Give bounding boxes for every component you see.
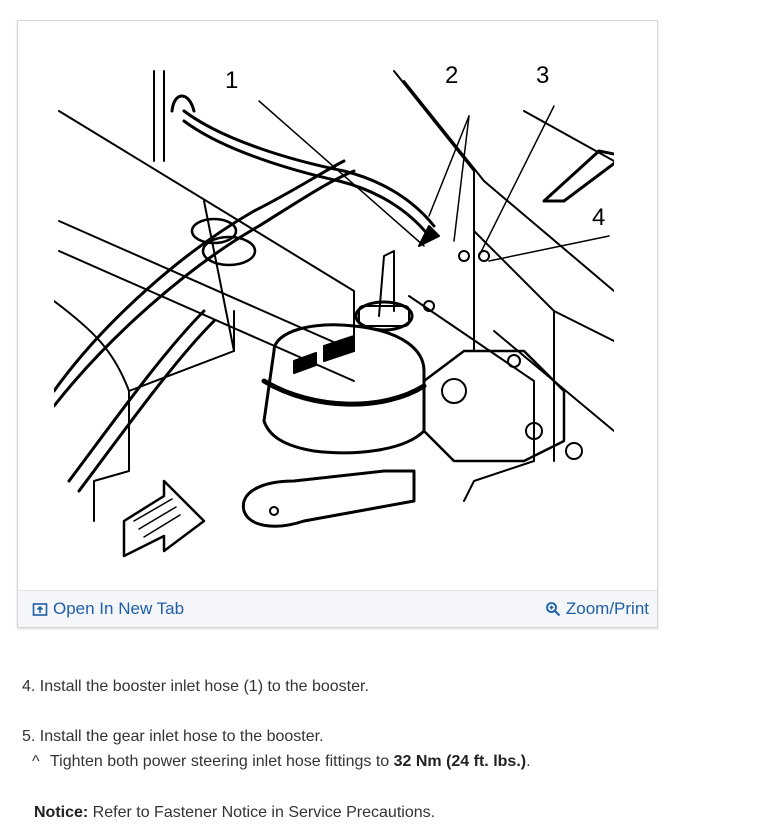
- diagram-illustration: [54, 70, 614, 558]
- step-number: 5.: [22, 728, 36, 745]
- figure-card: 1 2 3 4 Open In New Tab Zoom/Print: [17, 20, 658, 628]
- substep-text: Tighten both power steering inlet hose f…: [50, 753, 394, 770]
- step-number: 4.: [22, 678, 36, 695]
- notice-text: Refer to Fastener Notice in Service Prec…: [88, 804, 436, 821]
- magnifier-zoom-icon: [545, 602, 561, 617]
- notice-label: Notice:: [34, 804, 89, 821]
- open-in-new-tab-label: Open In New Tab: [53, 599, 185, 618]
- zoom-print-link[interactable]: Zoom/Print: [545, 599, 649, 619]
- substep-end: .: [526, 753, 531, 770]
- callout-3: 3: [536, 62, 550, 89]
- step-text: Install the gear inlet hose to the boost…: [39, 728, 324, 745]
- callout-1: 1: [225, 67, 239, 94]
- step-5: 5. Install the gear inlet hose to the bo…: [22, 728, 324, 746]
- brake-booster-diagram: [54, 51, 614, 591]
- caret-bullet: ^: [32, 753, 40, 770]
- torque-value: 32 Nm (24 ft. lbs.): [393, 753, 527, 770]
- callout-4: 4: [592, 204, 606, 231]
- step-4: 4. Install the booster inlet hose (1) to…: [22, 678, 369, 696]
- open-in-new-tab-icon: [32, 603, 48, 616]
- zoom-print-label: Zoom/Print: [565, 599, 649, 618]
- notice: Notice: Refer to Fastener Notice in Serv…: [34, 804, 435, 822]
- open-in-new-tab-link[interactable]: Open In New Tab: [32, 599, 184, 619]
- torque-substep: ^ Tighten both power steering inlet hose …: [32, 753, 531, 771]
- callout-2: 2: [445, 62, 459, 89]
- step-text: Install the booster inlet hose (1) to th…: [39, 678, 369, 695]
- figure-footer: Open In New Tab Zoom/Print: [18, 590, 657, 627]
